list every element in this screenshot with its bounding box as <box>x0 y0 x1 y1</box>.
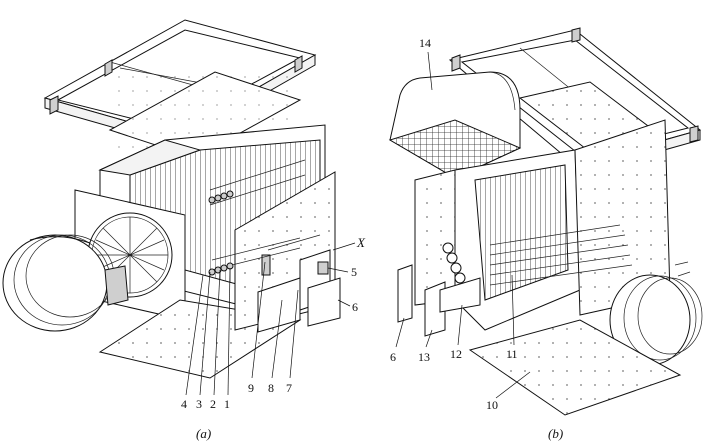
panel-b-drawing <box>388 27 703 416</box>
fan-assembly-a <box>2 189 186 332</box>
part-label-1: 1 <box>224 397 230 411</box>
part-label-2: 2 <box>210 397 216 411</box>
part-label-14: 14 <box>419 36 431 50</box>
leader-lines-b <box>395 51 531 399</box>
part-label-8: 8 <box>268 381 274 395</box>
leader-lines-a <box>185 242 356 396</box>
caption-a: (a) <box>196 426 211 441</box>
bracket-parts-a <box>257 249 341 333</box>
part-label-6a: 6 <box>352 300 358 314</box>
brackets-b <box>397 264 481 337</box>
part-label-X: X <box>356 235 366 250</box>
terminal-rows-a <box>208 159 306 276</box>
fan-assembly-b <box>609 261 703 366</box>
part-label-9: 9 <box>248 381 254 395</box>
caption-b: (b) <box>548 426 563 441</box>
part-label-3: 3 <box>196 397 202 411</box>
part-label-5: 5 <box>351 265 357 279</box>
part-label-12: 12 <box>450 347 462 361</box>
part-label-13: 13 <box>418 350 430 364</box>
part-label-7: 7 <box>286 381 292 395</box>
grille-hood-b <box>388 71 522 179</box>
part-label-11: 11 <box>506 347 518 361</box>
part-label-10: 10 <box>486 398 498 412</box>
part-label-4: 4 <box>181 397 187 411</box>
main-body-b <box>414 119 671 331</box>
part-label-6b: 6 <box>390 350 396 364</box>
panel-a-drawing <box>2 19 341 379</box>
tube-bundle-b <box>442 224 633 286</box>
